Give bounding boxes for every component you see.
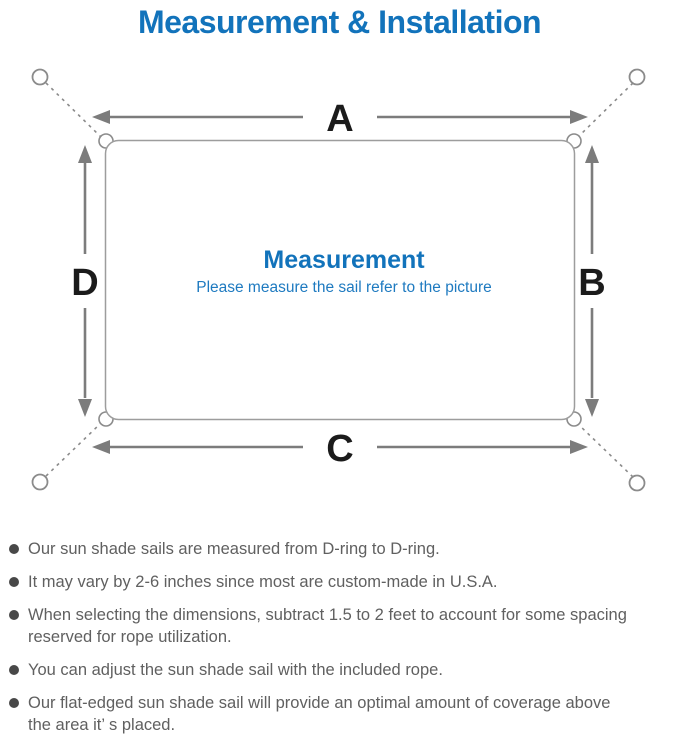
list-item: You can adjust the sun shade sail with t… [9,659,671,681]
bullet-icon [9,577,19,587]
tether-dashed-line-bottom-left [45,422,102,477]
note-text: Our flat-edged sun shade sail will provi… [28,694,611,712]
anchor-ring-top-left [31,68,49,86]
tether-dashed-line-top-left [45,82,102,138]
dimension-label-c: C [326,428,353,470]
tether-dashed-line-bottom-right [577,423,634,478]
notes-list: Our sun shade sails are measured from D-… [0,538,679,739]
anchor-ring-bottom-right [628,474,646,492]
dimension-arrow-c [92,440,588,454]
tether-dashed-line-top-right [577,82,634,138]
note-text: You can adjust the sun shade sail with t… [28,661,443,679]
dimension-label-d: D [71,262,98,304]
note-text: the area it’ s placed. [28,716,176,734]
note-text: Our sun shade sails are measured from D-… [28,540,440,558]
note-text: When selecting the dimensions, subtract … [28,606,627,624]
list-item: It may vary by 2-6 inches since most are… [9,571,671,593]
measurement-diagram: A B C D Measurement Please measure the s… [31,68,646,492]
sail-outline [104,139,576,421]
bullet-icon [9,544,19,554]
bullet-icon [9,665,19,675]
anchor-ring-top-right [628,68,646,86]
dimension-arrow-b [585,145,599,417]
list-item: When selecting the dimensions, subtract … [9,604,671,648]
dimension-arrow-d [78,145,92,417]
bullet-icon [9,698,19,708]
anchor-ring-bottom-left [31,473,49,491]
list-item: Our sun shade sails are measured from D-… [9,538,671,560]
dimension-label-a: A [326,98,353,140]
measurement-heading: Measurement [263,246,425,274]
measurement-subtitle: Please measure the sail refer to the pic… [196,279,492,296]
page-title: Measurement & Installation [137,4,542,40]
note-text: It may vary by 2-6 inches since most are… [28,573,498,591]
dimension-label-b: B [578,262,605,304]
list-item: Our flat-edged sun shade sail will provi… [9,692,671,736]
dimension-arrow-a [92,110,588,124]
bullet-icon [9,610,19,620]
note-text: reserved for rope utilization. [28,628,232,646]
